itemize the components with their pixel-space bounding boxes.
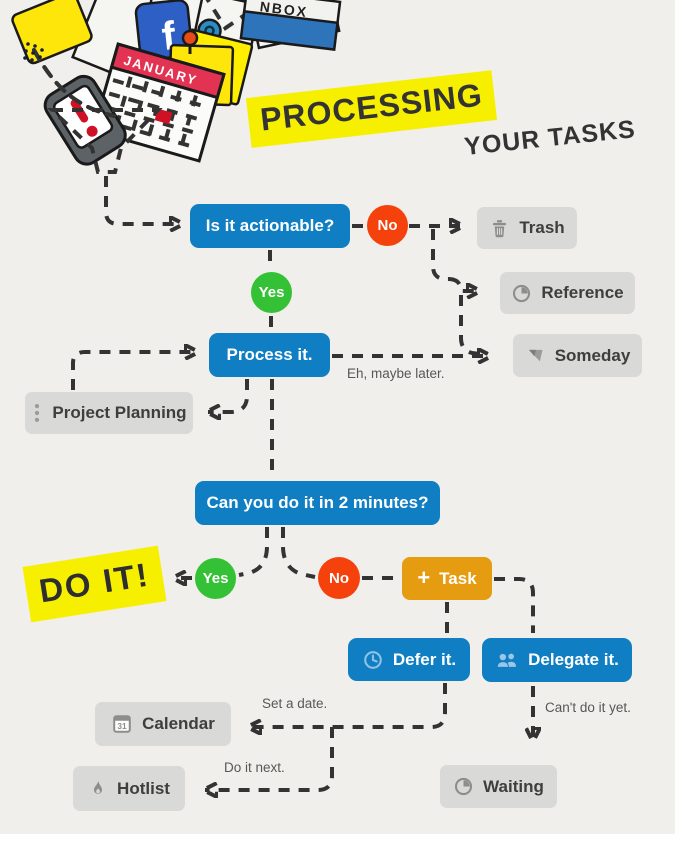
connector-to-reference bbox=[449, 279, 479, 291]
node-label: Reference bbox=[541, 283, 624, 302]
page-title-rest: YOUR TASKS bbox=[462, 115, 638, 161]
vertical-dots-icon bbox=[31, 402, 43, 424]
bottom-margin bbox=[0, 834, 675, 847]
people-icon bbox=[495, 650, 519, 670]
node-label: Calendar bbox=[142, 714, 215, 733]
connector-project-planning-to-process bbox=[71, 352, 197, 390]
svg-text:JANUARY: JANUARY bbox=[122, 53, 200, 88]
node-label: Trash bbox=[519, 218, 565, 237]
node-someday[interactable]: Someday bbox=[513, 334, 642, 377]
add-task-button[interactable]: + Task bbox=[402, 557, 492, 600]
node-delegate-it[interactable]: Delegate it. bbox=[482, 638, 632, 682]
node-label: Is it actionable? bbox=[205, 216, 335, 235]
decision-yes-1[interactable]: Yes bbox=[251, 272, 292, 313]
decision-label: Yes bbox=[202, 570, 229, 587]
trash-icon bbox=[489, 218, 510, 239]
connector-process-to-project-planning bbox=[208, 379, 249, 412]
january-calendar-icon: JANUARY bbox=[91, 42, 226, 163]
flag-icon bbox=[525, 345, 546, 366]
svg-text:31: 31 bbox=[118, 722, 128, 731]
node-label: Task bbox=[439, 568, 477, 588]
yellow-note-icon bbox=[11, 0, 93, 65]
node-label: Someday bbox=[554, 345, 631, 365]
svg-text:NBOX: NBOX bbox=[259, 0, 309, 20]
annotation-cant-do-it-yet: Can't do it yet. bbox=[545, 700, 631, 715]
node-label: Defer it. bbox=[392, 649, 457, 669]
node-trash[interactable]: Trash bbox=[477, 207, 577, 249]
inbox-tray-icon: NBOX bbox=[239, 0, 342, 51]
calendar-icon: 31 bbox=[111, 713, 133, 735]
connector-task-to-delegate bbox=[494, 577, 535, 633]
connector-down-to-someday bbox=[459, 295, 481, 356]
node-two-minutes[interactable]: Can you do it in 2 minutes? bbox=[195, 481, 440, 525]
alert-phone-icon bbox=[43, 74, 127, 166]
funnel-icon bbox=[46, 108, 163, 174]
node-project-planning[interactable]: Project Planning bbox=[25, 392, 193, 434]
annotation-do-it-next: Do it next. bbox=[224, 760, 285, 775]
node-label: Delegate it. bbox=[528, 650, 619, 669]
node-label: Project Planning bbox=[52, 403, 187, 422]
do-it-callout: DO IT! bbox=[22, 545, 167, 623]
paper-sheets-icon bbox=[71, 0, 341, 86]
node-is-it-actionable[interactable]: Is it actionable? bbox=[190, 204, 350, 248]
pie-clock-icon bbox=[453, 776, 474, 797]
node-hotlist[interactable]: Hotlist bbox=[73, 766, 185, 811]
node-label: Hotlist bbox=[117, 778, 170, 798]
decision-label: No bbox=[377, 217, 398, 234]
sticky-notes-icon bbox=[167, 28, 254, 107]
envelope-icon bbox=[188, 0, 262, 67]
node-reference[interactable]: Reference bbox=[500, 272, 635, 314]
decision-label: Yes bbox=[258, 284, 285, 301]
decision-no-1[interactable]: No bbox=[367, 205, 408, 246]
node-label: Can you do it in 2 minutes? bbox=[206, 493, 429, 512]
node-defer-it[interactable]: Defer it. bbox=[348, 638, 470, 681]
connector-no-down bbox=[431, 229, 450, 281]
facebook-icon: f bbox=[134, 0, 194, 61]
node-label: Waiting bbox=[483, 776, 544, 796]
plus-icon: + bbox=[417, 564, 431, 590]
annotation-maybe-later: Eh, maybe later. bbox=[347, 366, 445, 381]
decision-no-2[interactable]: No bbox=[318, 557, 360, 599]
node-process-it[interactable]: Process it. bbox=[209, 333, 330, 377]
clock-icon bbox=[362, 649, 384, 671]
connector-two-minutes-to-no bbox=[281, 527, 316, 579]
node-label: Process it. bbox=[226, 345, 313, 364]
decision-label: No bbox=[329, 569, 349, 587]
ribbon-icon bbox=[66, 6, 80, 40]
decision-yes-2[interactable]: Yes bbox=[195, 558, 236, 599]
annotation-set-a-date: Set a date. bbox=[262, 696, 328, 711]
connector-two-minutes-to-yes bbox=[238, 527, 269, 577]
flame-icon bbox=[88, 778, 108, 799]
connector-funnel-to-actionable bbox=[104, 176, 182, 224]
node-calendar[interactable]: 31 Calendar bbox=[95, 702, 231, 746]
svg-text:f: f bbox=[160, 14, 179, 59]
page-title-highlight: PROCESSING bbox=[245, 70, 498, 148]
node-waiting[interactable]: Waiting bbox=[440, 765, 557, 808]
pie-clock-icon bbox=[511, 283, 532, 304]
phone-handset-icon bbox=[23, 42, 116, 118]
